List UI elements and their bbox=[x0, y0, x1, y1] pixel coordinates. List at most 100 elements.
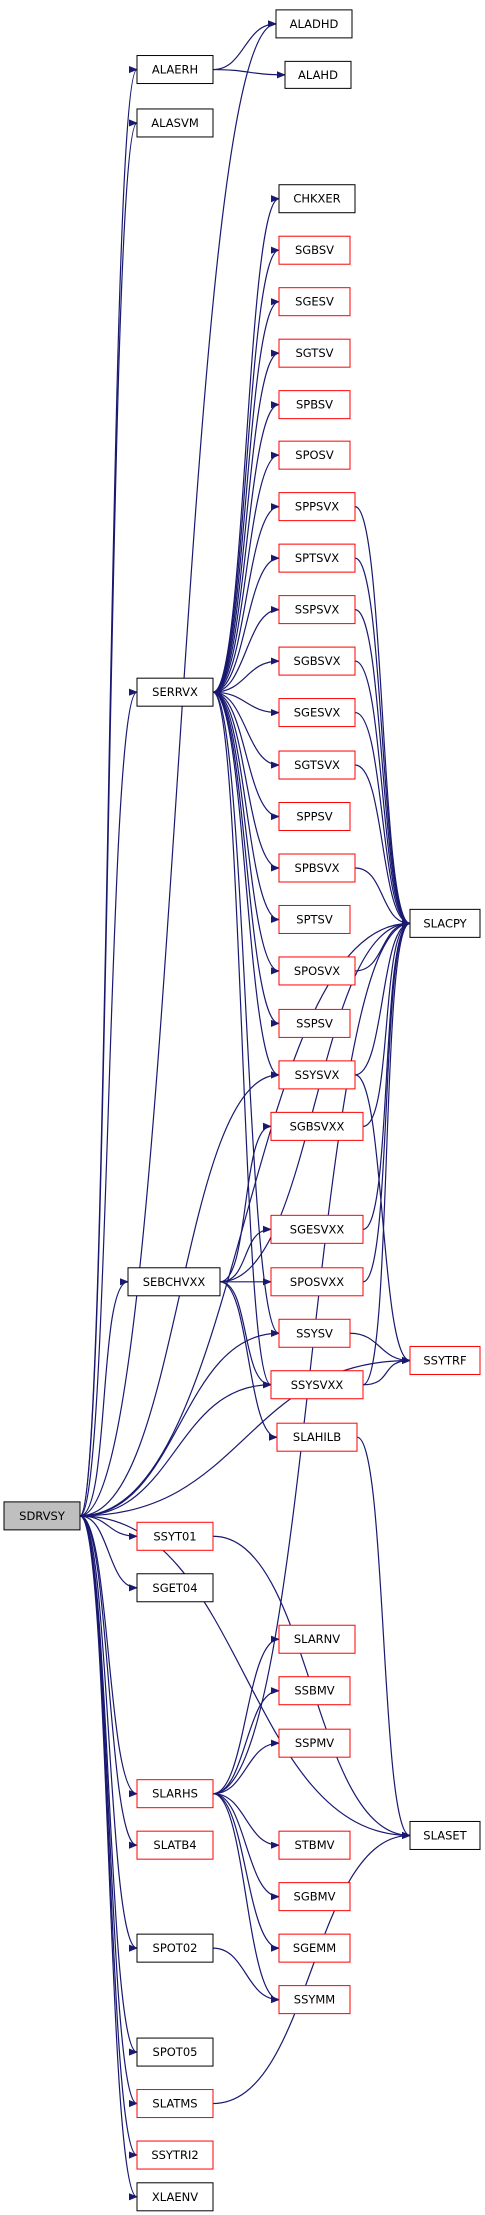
node-sposv[interactable]: SPOSV bbox=[278, 440, 351, 470]
node-sgesv[interactable]: SGESV bbox=[278, 287, 351, 317]
node-sptsvx[interactable]: SPTSVX bbox=[278, 543, 356, 573]
node-sgbmv[interactable]: SGBMV bbox=[278, 1882, 351, 1912]
node-label-xlaenv: XLAENV bbox=[152, 2190, 198, 2204]
node-label-ssytrf: SSYTRF bbox=[423, 1353, 466, 1367]
node-slacpy[interactable]: SLACPY bbox=[409, 908, 481, 938]
edge-slarhs-to-sgemm bbox=[212, 1793, 280, 1952]
node-sptsv[interactable]: SPTSV bbox=[278, 904, 351, 934]
edge-sposvxx-to-slacpy bbox=[362, 919, 411, 1283]
node-label-slarnv: SLARNV bbox=[294, 1632, 340, 1646]
edge-serrvx-to-sgtsvx bbox=[212, 691, 280, 769]
node-label-sgbmv: SGBMV bbox=[294, 1890, 336, 1904]
edge-ssysvx-to-ssytrf bbox=[354, 1074, 411, 1364]
node-box-sppsv bbox=[278, 802, 351, 832]
node-label-alahd: ALAHD bbox=[298, 68, 338, 82]
node-sgbsvxx[interactable]: SGBSVXX bbox=[270, 1111, 364, 1141]
node-label-spot02: SPOT02 bbox=[153, 1941, 198, 1955]
node-box-sgtsvx bbox=[278, 750, 356, 780]
edge-serrvx-to-sppsvx bbox=[212, 503, 280, 693]
node-spbsvx[interactable]: SPBSVX bbox=[278, 853, 356, 883]
node-ssytri2[interactable]: SSYTRI2 bbox=[136, 2140, 214, 2170]
node-slatb4[interactable]: SLATB4 bbox=[136, 1830, 214, 1860]
edge-sdrvsy-to-ssysvxx bbox=[79, 1381, 272, 1517]
node-box-slatms bbox=[136, 2089, 214, 2119]
node-label-sgesv: SGESV bbox=[295, 295, 334, 309]
node-box-sposvx bbox=[278, 956, 356, 986]
node-sposvx[interactable]: SPOSVX bbox=[278, 956, 356, 986]
node-sgemm[interactable]: SGEMM bbox=[278, 1933, 351, 1963]
edge-sebchvxx-to-sgbsvxx bbox=[219, 1122, 272, 1283]
edge-spbsvx-to-slacpy bbox=[354, 867, 411, 927]
edge-sgtsvx-to-slacpy bbox=[354, 764, 411, 927]
node-slaset[interactable]: SLASET bbox=[409, 1820, 481, 1850]
edge-slatms-to-slaset bbox=[212, 1831, 411, 2105]
node-box-sspmv bbox=[278, 1728, 351, 1758]
node-spot02[interactable]: SPOT02 bbox=[136, 1933, 214, 1963]
node-slahilb[interactable]: SLAHILB bbox=[276, 1422, 358, 1452]
node-sebchvxx[interactable]: SEBCHVXX bbox=[127, 1267, 221, 1297]
node-spbsv[interactable]: SPBSV bbox=[278, 390, 351, 420]
node-aladhd[interactable]: ALADHD bbox=[275, 9, 353, 39]
node-slarhs[interactable]: SLARHS bbox=[136, 1779, 214, 1809]
node-ssysvx[interactable]: SSYSVX bbox=[278, 1060, 356, 1090]
node-box-ssysvx bbox=[278, 1060, 356, 1090]
node-ssyt01[interactable]: SSYT01 bbox=[136, 1521, 214, 1551]
edge-sgbsvxx-to-slacpy bbox=[362, 919, 411, 1127]
node-label-sebchvxx: SEBCHVXX bbox=[143, 1275, 206, 1289]
node-sdrvsy[interactable]: SDRVSY bbox=[3, 1501, 81, 1531]
node-box-spbsv bbox=[278, 390, 351, 420]
node-sgtsvx[interactable]: SGTSVX bbox=[278, 750, 356, 780]
node-sget04[interactable]: SGET04 bbox=[136, 1573, 214, 1603]
node-sposvxx[interactable]: SPOSVXX bbox=[270, 1267, 364, 1297]
node-sspsv[interactable]: SSPSV bbox=[278, 1008, 351, 1038]
node-label-sdrvsy: SDRVSY bbox=[19, 1509, 66, 1523]
edge-serrvx-to-sptsv bbox=[212, 691, 280, 924]
node-sppsv[interactable]: SPPSV bbox=[278, 802, 351, 832]
node-sppsvx[interactable]: SPPSVX bbox=[278, 492, 356, 522]
node-label-slatms: SLATMS bbox=[152, 2097, 197, 2111]
node-sspsvx[interactable]: SSPSVX bbox=[278, 595, 356, 625]
node-chkxer[interactable]: CHKXER bbox=[278, 184, 356, 214]
node-box-slarhs bbox=[136, 1779, 214, 1809]
edge-ssysv-to-ssytrf bbox=[349, 1332, 411, 1365]
node-spot05[interactable]: SPOT05 bbox=[136, 2037, 214, 2067]
node-alahd[interactable]: ALAHD bbox=[284, 60, 352, 89]
edge-sebchvxx-to-slacpy bbox=[219, 919, 411, 1283]
node-alasvm[interactable]: ALASVM bbox=[136, 108, 214, 138]
node-sgbsv[interactable]: SGBSV bbox=[278, 235, 351, 265]
node-sgesvx[interactable]: SGESVX bbox=[278, 698, 356, 728]
node-label-alaerh: ALAERH bbox=[152, 63, 198, 77]
node-label-sgtsv: SGTSV bbox=[296, 346, 334, 360]
edge-slarhs-to-ssymm bbox=[212, 1793, 280, 2004]
node-box-sspsvx bbox=[278, 595, 356, 625]
node-stbmv[interactable]: STBMV bbox=[278, 1830, 351, 1860]
node-box-spot05 bbox=[136, 2037, 214, 2067]
node-ssytrf[interactable]: SSYTRF bbox=[409, 1345, 481, 1375]
node-ssysv[interactable]: SSYSV bbox=[278, 1318, 351, 1348]
edge-spot02-to-ssymm bbox=[212, 1947, 280, 2004]
node-alaerh[interactable]: ALAERH bbox=[136, 55, 214, 85]
node-label-sposvxx: SPOSVXX bbox=[290, 1275, 344, 1289]
edge-sdrvsy-to-aladhd bbox=[79, 20, 277, 1517]
node-ssbmv[interactable]: SSBMV bbox=[278, 1676, 351, 1706]
edge-sgbsvx-to-slacpy bbox=[354, 660, 411, 927]
node-serrvx[interactable]: SERRVX bbox=[136, 677, 214, 707]
node-slatms[interactable]: SLATMS bbox=[136, 2089, 214, 2119]
edge-sdrvsy-to-sget04 bbox=[79, 1515, 138, 1592]
edge-sgesvxx-to-slacpy bbox=[362, 919, 411, 1230]
node-label-ssbmv: SSBMV bbox=[294, 1684, 334, 1698]
node-label-slatb4: SLATB4 bbox=[153, 1838, 196, 1852]
node-label-serrvx: SERRVX bbox=[152, 685, 198, 699]
node-ssysvxx[interactable]: SSYSVXX bbox=[270, 1370, 364, 1400]
edge-serrvx-to-sgesv bbox=[212, 298, 280, 693]
node-sgtsv[interactable]: SGTSV bbox=[278, 338, 351, 368]
node-sspmv[interactable]: SSPMV bbox=[278, 1728, 351, 1758]
node-slarnv[interactable]: SLARNV bbox=[278, 1624, 356, 1654]
node-label-sgesvx: SGESVX bbox=[294, 706, 341, 720]
node-box-sgbsv bbox=[278, 235, 351, 265]
node-sgesvxx[interactable]: SGESVXX bbox=[270, 1214, 364, 1244]
node-sgbsvx[interactable]: SGBSVX bbox=[278, 646, 356, 676]
node-ssymm[interactable]: SSYMM bbox=[278, 1985, 351, 2015]
node-xlaenv[interactable]: XLAENV bbox=[136, 2182, 214, 2212]
node-box-slahilb bbox=[276, 1422, 358, 1452]
